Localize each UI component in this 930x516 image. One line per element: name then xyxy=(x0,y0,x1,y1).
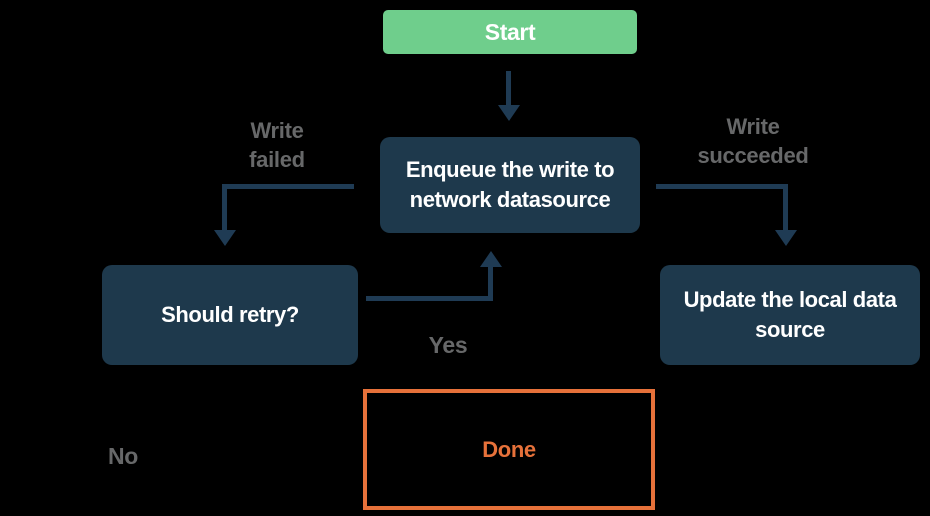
node-start-label: Start xyxy=(484,18,536,45)
node-enqueue-write: Enqueue the write to network datasource xyxy=(380,137,640,233)
node-enqueue-write-line2: network datasource xyxy=(409,187,611,212)
edge-label-no: No xyxy=(107,443,139,469)
edge-enqueue-to-update-vline xyxy=(783,184,788,230)
node-enqueue-write-line1: Enqueue the write to xyxy=(405,157,615,182)
edge-enqueue-to-update-hline xyxy=(656,184,788,189)
node-done-label: Done xyxy=(482,436,536,462)
edge-label-write-succeeded-line2: succeeded xyxy=(697,143,809,168)
edge-label-write-succeeded: Write succeeded xyxy=(688,112,818,170)
node-update-local-line1: Update the local data xyxy=(683,287,897,312)
node-update-local-line2: source xyxy=(755,317,825,342)
edge-label-write-failed-line1: Write xyxy=(250,118,304,143)
edge-enqueue-to-retry-hline xyxy=(222,184,354,189)
node-should-retry-label: Should retry? xyxy=(161,302,299,327)
arrowhead-down-icon xyxy=(214,230,236,246)
arrowhead-down-icon xyxy=(775,230,797,246)
edge-enqueue-to-retry-vline xyxy=(222,184,227,230)
node-should-retry: Should retry? xyxy=(102,265,358,365)
arrowhead-down-icon xyxy=(498,105,520,121)
edge-label-yes: Yes xyxy=(428,332,468,358)
node-done: Done xyxy=(363,389,655,510)
node-start: Start xyxy=(383,10,637,54)
node-update-local: Update the local data source xyxy=(660,265,920,365)
arrowhead-up-icon xyxy=(480,251,502,267)
edge-label-write-succeeded-line1: Write xyxy=(726,114,780,139)
edge-label-write-failed-line2: failed xyxy=(249,147,305,172)
edge-label-write-failed: Write failed xyxy=(217,116,337,174)
edge-retry-to-enqueue-hline xyxy=(366,296,493,301)
edge-retry-to-enqueue-vline xyxy=(488,267,493,301)
edge-start-to-enqueue-line xyxy=(506,71,511,106)
